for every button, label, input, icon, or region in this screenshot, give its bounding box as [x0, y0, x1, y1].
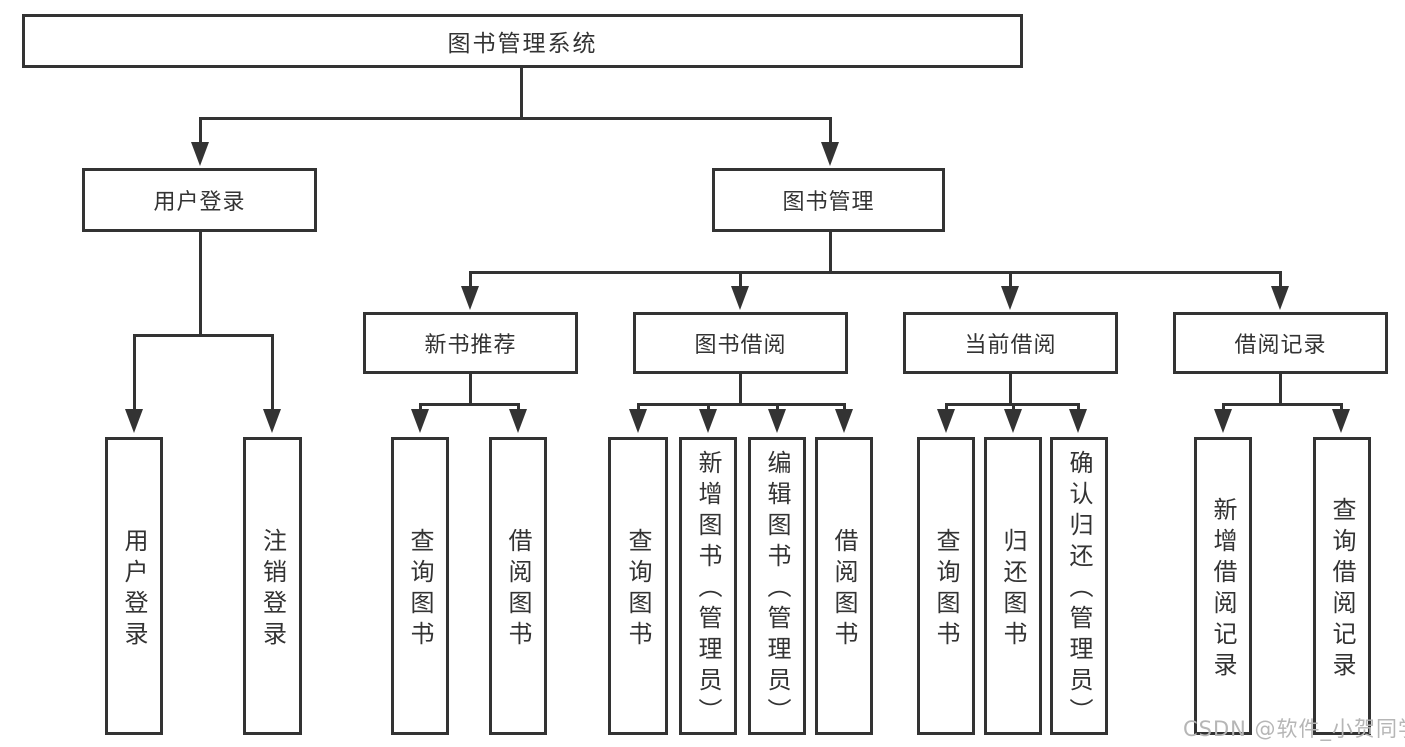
csdn-watermark: CSDN @软件_小贺同学 — [1183, 717, 1405, 741]
node-return-books: 归还图书 — [984, 437, 1042, 735]
connector-line — [469, 271, 472, 288]
connector-line — [829, 232, 832, 274]
connector-line — [419, 403, 520, 406]
connector-line — [843, 403, 846, 411]
node-book-borrowing: 图书借阅 — [633, 312, 848, 374]
connector-line — [469, 271, 1282, 274]
connector-line — [1279, 374, 1282, 406]
node-user-login: 用户登录 — [82, 168, 317, 232]
arrow-down-icon — [629, 409, 647, 433]
connector-line — [829, 117, 832, 145]
arrow-down-icon — [1001, 286, 1019, 310]
connector-line — [1222, 403, 1343, 406]
connector-line — [517, 403, 520, 411]
node-new-book-recommendation: 新书推荐 — [363, 312, 578, 374]
connector-line — [1012, 403, 1015, 411]
connector-line — [1222, 403, 1225, 411]
arrow-down-icon — [411, 409, 429, 433]
connector-line — [199, 117, 832, 120]
connector-line — [1279, 271, 1282, 288]
node-borrowing-records: 借阅记录 — [1173, 312, 1388, 374]
node-library-system: 图书管理系统 — [22, 14, 1023, 68]
arrow-down-icon — [461, 286, 479, 310]
connector-line — [637, 403, 846, 406]
node-query-books-recommend: 查询图书 — [391, 437, 449, 735]
arrow-down-icon — [1004, 409, 1022, 433]
connector-line — [199, 232, 202, 337]
arrow-down-icon — [509, 409, 527, 433]
connector-line — [271, 334, 274, 410]
node-query-books-current: 查询图书 — [917, 437, 975, 735]
connector-line — [739, 271, 742, 288]
connector-line — [776, 403, 779, 411]
arrow-down-icon — [731, 286, 749, 310]
node-logout-leaf: 注销登录 — [243, 437, 302, 735]
node-add-borrow-record: 新增借阅记录 — [1194, 437, 1252, 735]
arrow-down-icon — [1271, 286, 1289, 310]
arrow-down-icon — [768, 409, 786, 433]
node-query-borrow-record: 查询借阅记录 — [1313, 437, 1371, 735]
connector-line — [945, 403, 948, 411]
arrow-down-icon — [1069, 409, 1087, 433]
arrow-down-icon — [191, 142, 209, 166]
node-borrow-books-recommend: 借阅图书 — [489, 437, 547, 735]
arrow-down-icon — [699, 409, 717, 433]
connector-line — [707, 403, 710, 411]
connector-line — [199, 117, 202, 145]
node-confirm-return-admin: 确认归还（管理员） — [1050, 437, 1108, 735]
connector-line — [133, 334, 136, 410]
connector-line — [469, 374, 472, 406]
connector-line — [133, 334, 274, 337]
arrow-down-icon — [263, 409, 281, 433]
connector-line — [1009, 374, 1012, 406]
connector-line — [1340, 403, 1343, 411]
arrow-down-icon — [821, 142, 839, 166]
node-query-books-borrow: 查询图书 — [608, 437, 668, 735]
connector-line — [520, 68, 523, 120]
node-edit-book-admin: 编辑图书（管理员） — [748, 437, 806, 735]
connector-line — [419, 403, 422, 411]
connector-line — [1009, 271, 1012, 288]
arrow-down-icon — [937, 409, 955, 433]
connector-line — [637, 403, 640, 411]
connector-line — [1077, 403, 1080, 411]
node-current-borrowing: 当前借阅 — [903, 312, 1118, 374]
arrow-down-icon — [125, 409, 143, 433]
node-borrow-books-borrow: 借阅图书 — [815, 437, 873, 735]
node-user-login-leaf: 用户登录 — [105, 437, 163, 735]
arrow-down-icon — [1214, 409, 1232, 433]
arrow-down-icon — [1332, 409, 1350, 433]
connector-line — [739, 374, 742, 406]
node-add-book-admin: 新增图书（管理员） — [679, 437, 737, 735]
arrow-down-icon — [835, 409, 853, 433]
node-book-management: 图书管理 — [712, 168, 945, 232]
